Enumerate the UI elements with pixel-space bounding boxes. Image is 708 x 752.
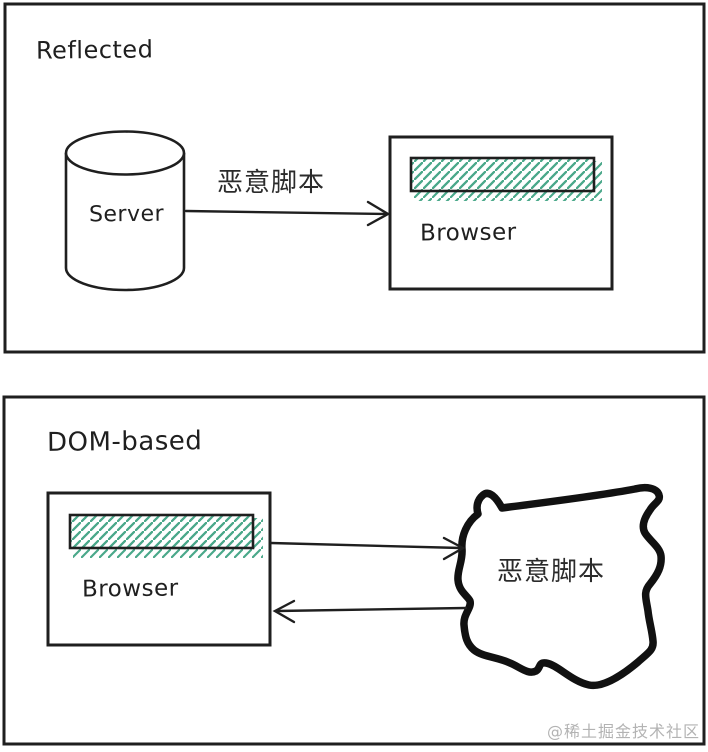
watermark: @稀土掘金技术社区 [546,722,700,741]
browser-box-top [388,135,614,291]
panel-title-dom-based: DOM-based [46,426,203,458]
browser-label-bottom: Browser [81,575,179,603]
server-label: Server [88,201,165,228]
browser-box-bottom [46,491,272,647]
blob-label-malicious-script: 恶意脚本 [497,557,606,587]
panel-title-reflected: Reflected [35,35,154,65]
arrow-blob-to-browser [272,599,468,624]
address-bar-bottom [68,513,255,550]
arrow-label-malicious-script: 恶意脚本 [217,168,326,198]
malicious-script-blob [454,483,665,690]
server-cylinder [64,130,186,292]
address-bar-top [409,156,596,193]
arrow-browser-to-blob [269,536,466,561]
browser-label-top: Browser [419,219,517,247]
arrow-server-to-browser [184,200,391,227]
